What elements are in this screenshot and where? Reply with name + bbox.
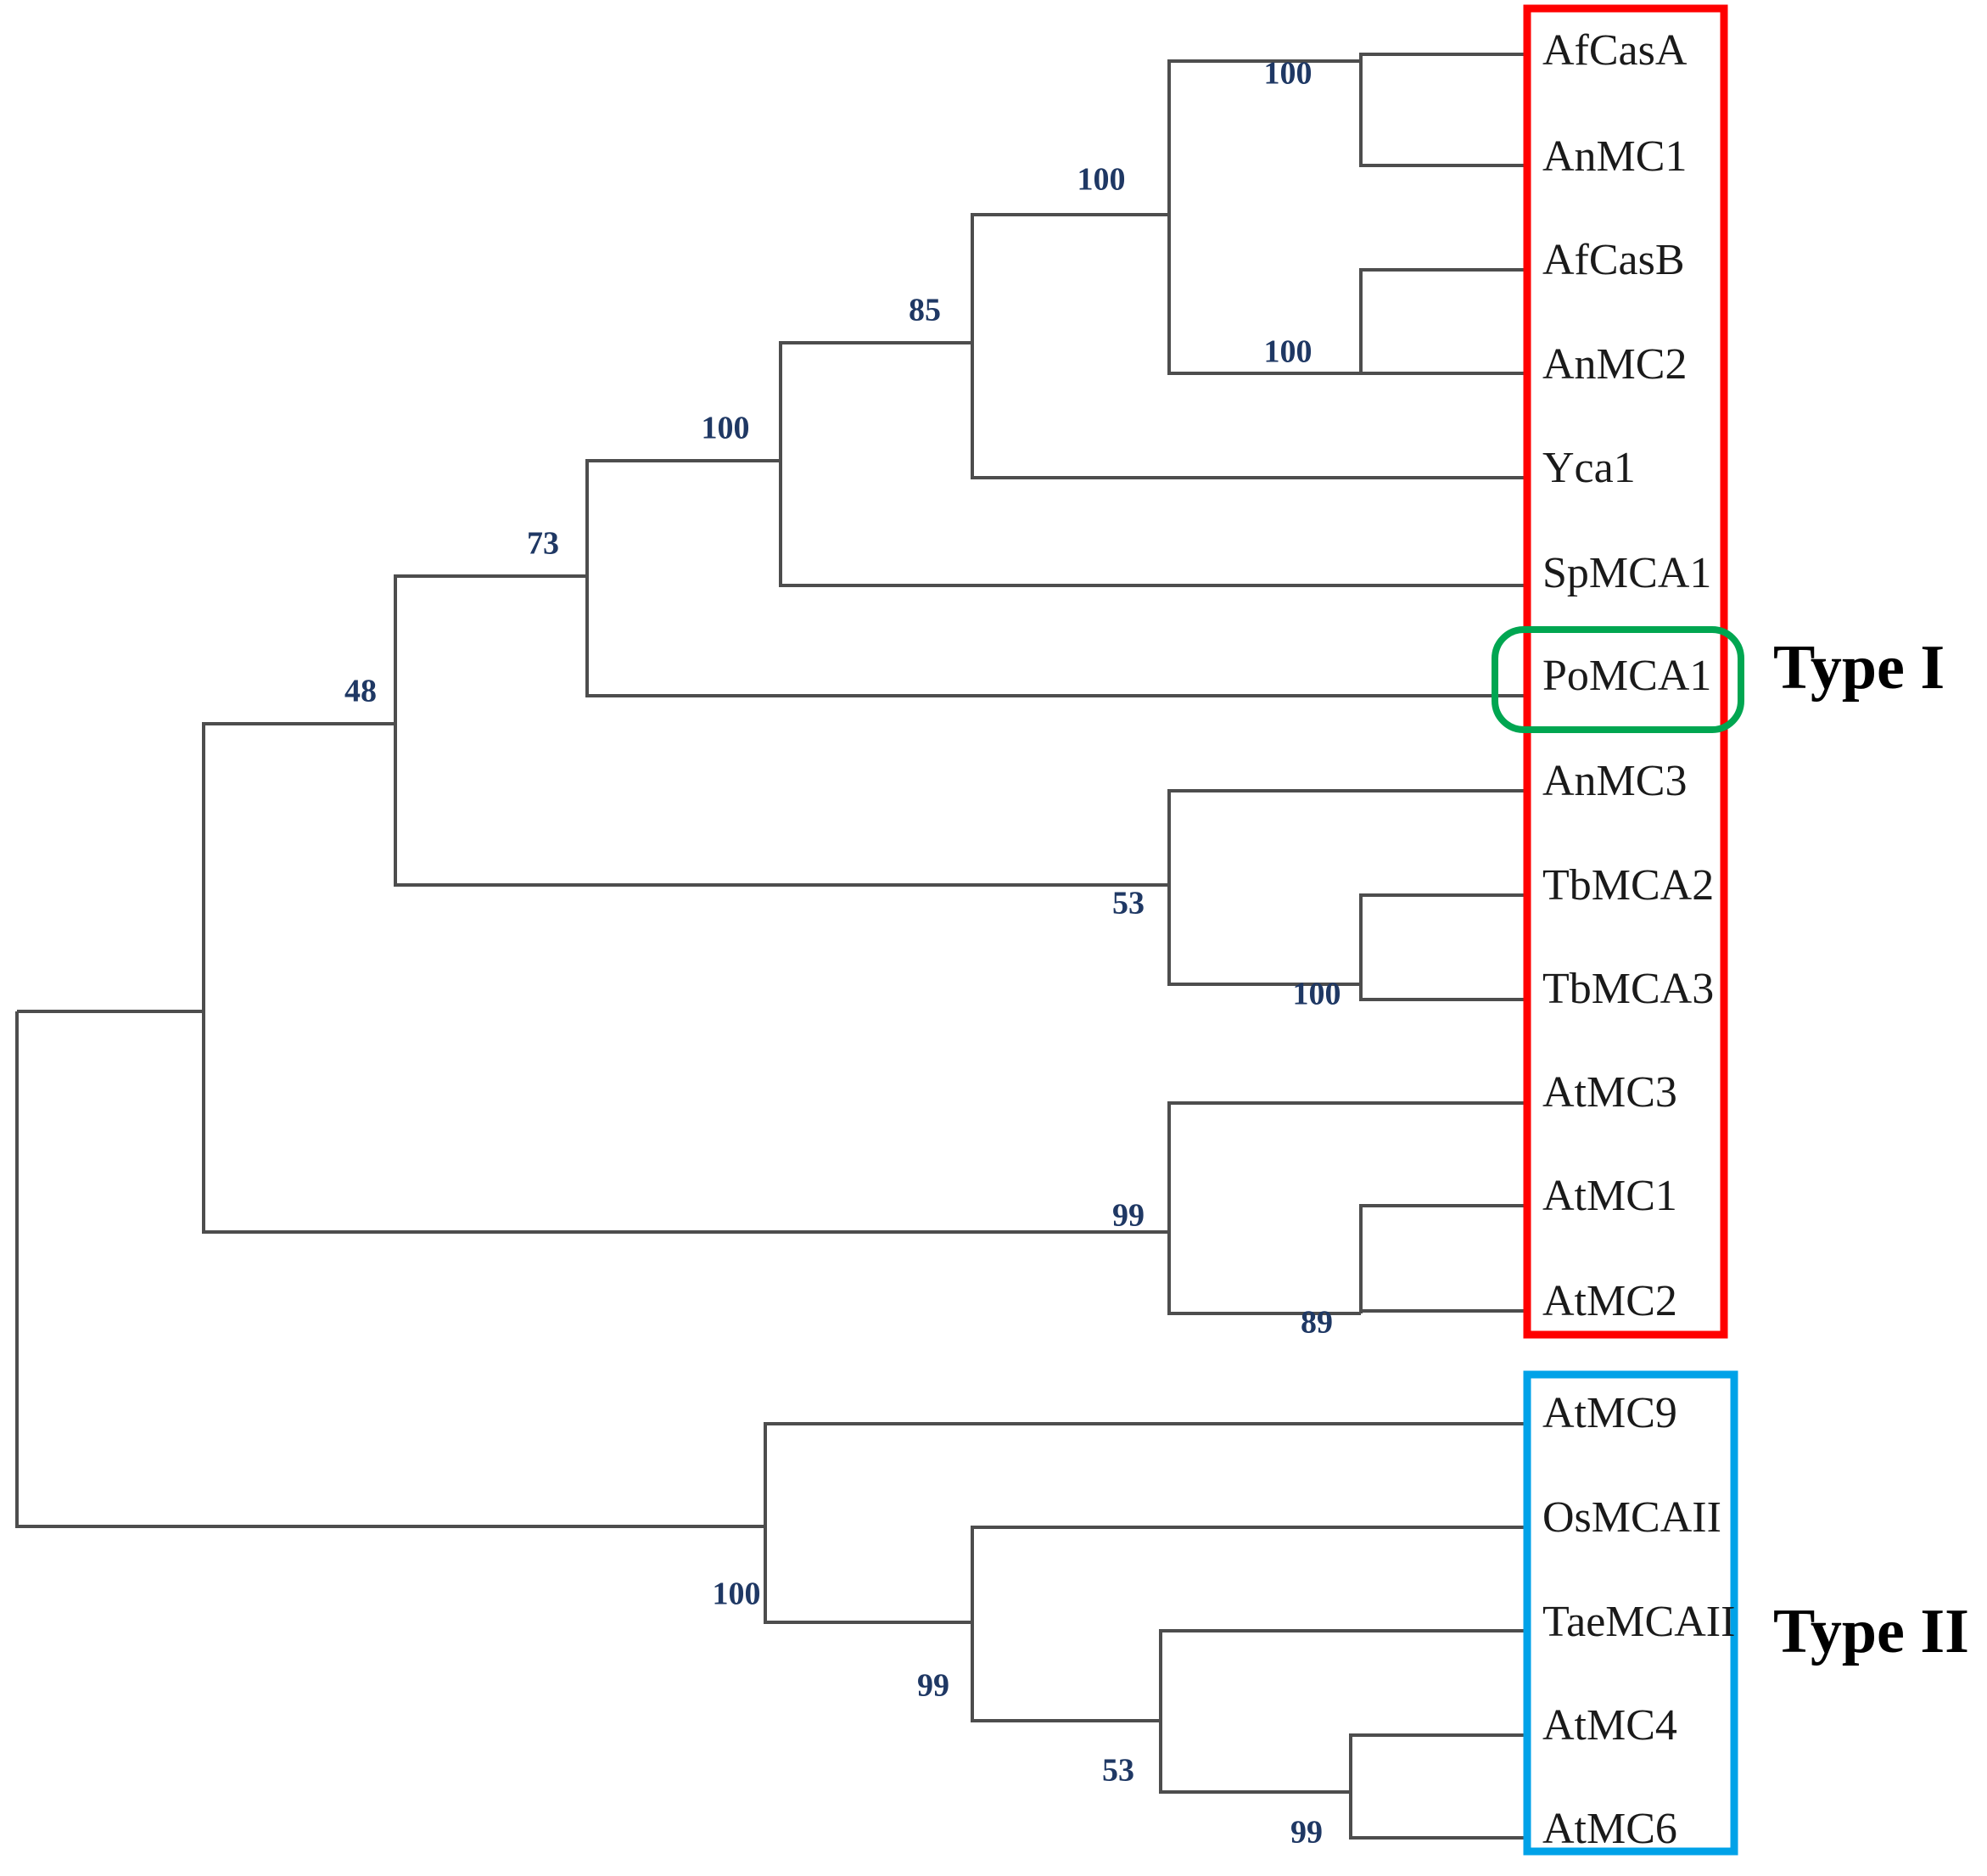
taxon-label-anmc2: AnMC2: [1542, 340, 1687, 389]
bootstrap-value: 48: [344, 674, 377, 709]
type-1-box: [1523, 4, 1728, 1339]
bootstrap-value: 89: [1301, 1305, 1333, 1341]
clade-boxes: [1523, 4, 1738, 1856]
tree-branch: [779, 341, 972, 461]
bootstrap-value: 99: [1290, 1815, 1323, 1851]
group-labels: Type I Type II: [1773, 633, 1969, 1666]
tree-branch: [764, 1526, 972, 1624]
tree-branch: [202, 1011, 1169, 1234]
bootstrap-value: 53: [1102, 1753, 1134, 1789]
tree-branch: [1359, 1204, 1527, 1313]
taxon-label-anmc3: AnMC3: [1542, 757, 1687, 805]
highlight-box-group: [1492, 626, 1744, 733]
taxon-label-atmc3: AtMC3: [1542, 1068, 1677, 1117]
taxon-label-yca1: Yca1: [1542, 444, 1636, 492]
taxon-label-atmc2: AtMC2: [1542, 1277, 1677, 1325]
taxon-label-atmc9: AtMC9: [1542, 1389, 1677, 1437]
tree-branch: [585, 459, 781, 576]
tree-branch: [1167, 1232, 1361, 1315]
tree-branch: [1359, 61, 1527, 167]
taxon-label-afcasa: AfCasA: [1542, 26, 1688, 75]
type-2-box: [1523, 1370, 1738, 1856]
taxon-label-spmca1: SpMCA1: [1542, 549, 1711, 597]
taxon-label-osmcaii: OsMCAII: [1542, 1493, 1721, 1542]
tree-branch: [1349, 1733, 1527, 1792]
tree-branch: [1167, 885, 1361, 986]
tree-branch: [1159, 1721, 1351, 1794]
taxon-label-anmc1: AnMC1: [1542, 132, 1687, 181]
taxon-label-afcasb: AfCasB: [1542, 236, 1685, 284]
bootstrap-value: 99: [917, 1668, 949, 1704]
tree-branch: [764, 1422, 1527, 1526]
tree-branch: [779, 461, 1527, 587]
bootstrap-value: 85: [909, 293, 941, 328]
tree-branch: [202, 722, 395, 1011]
tree-branch: [394, 724, 1169, 887]
tree-branch: [971, 213, 1169, 343]
tree-branch: [1359, 53, 1527, 61]
bootstrap-value: 100: [713, 1576, 761, 1612]
tree-branch: [585, 576, 1527, 697]
tree-branch: [1167, 789, 1527, 885]
branch-lines: [15, 53, 1527, 1840]
taxon-label-tbmca3: TbMCA3: [1542, 965, 1714, 1013]
tree-branch: [971, 343, 1527, 479]
tree-branch: [971, 1526, 1527, 1622]
taxon-label-atmc1: AtMC1: [1542, 1172, 1677, 1220]
group-label-type-2: Type II: [1773, 1597, 1969, 1666]
tree-branch: [1167, 1101, 1527, 1232]
tree-branch: [1359, 1309, 1527, 1313]
taxon-label-pomca1: PoMCA1: [1542, 652, 1711, 700]
tree-branch: [15, 1011, 765, 1528]
taxon-label-tbmca2: TbMCA2: [1542, 861, 1714, 910]
bootstrap-value: 100: [1264, 56, 1313, 92]
bootstrap-labels: 100 100 100 85 100 73 48 53 100 99 89 100 99 53 99: [344, 56, 1341, 1851]
tree-branch: [1167, 215, 1361, 375]
tree-branch: [1359, 984, 1527, 1001]
highlight-box-pomca1: [1492, 626, 1744, 733]
tree-branch: [1159, 1629, 1527, 1721]
bootstrap-value: 100: [1293, 977, 1341, 1012]
tree-branch: [394, 574, 587, 724]
bootstrap-value: 100: [1077, 162, 1126, 198]
taxon-label-taemcaii: TaeMCAII: [1542, 1598, 1735, 1646]
tree-branch: [1349, 1792, 1527, 1840]
tree-branch: [1359, 268, 1527, 373]
tree-branch: [1359, 893, 1527, 984]
tree-branch: [971, 1622, 1161, 1722]
bootstrap-value: 100: [1264, 334, 1313, 370]
tree-branch: [1167, 59, 1361, 215]
bootstrap-value: 99: [1112, 1198, 1145, 1234]
bootstrap-value: 100: [702, 411, 750, 446]
group-label-type-1: Type I: [1773, 633, 1945, 703]
taxon-label-atmc6: AtMC6: [1542, 1805, 1677, 1853]
bootstrap-value: 73: [527, 526, 559, 562]
bootstrap-value: 53: [1112, 886, 1145, 921]
taxon-label-atmc4: AtMC4: [1542, 1701, 1677, 1750]
